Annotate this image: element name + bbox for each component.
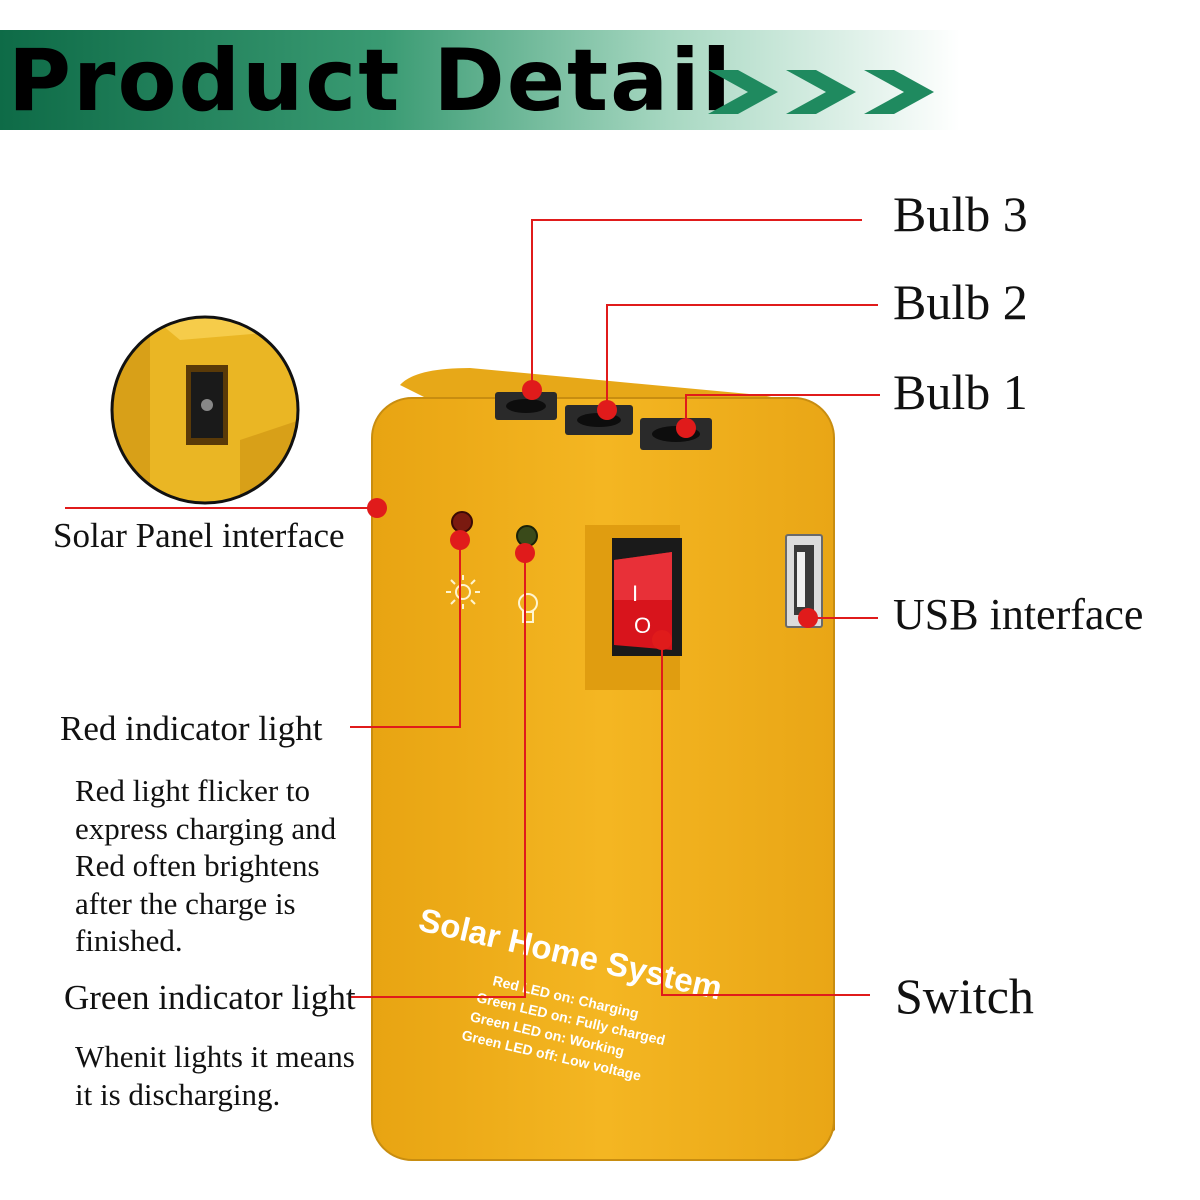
- leader-switch: [661, 640, 870, 996]
- callout-usb: USB interface: [893, 590, 1144, 639]
- sun-icon: [446, 575, 480, 609]
- callout-red-light: Red indicator light: [60, 709, 323, 748]
- chevron-icon: [864, 70, 934, 114]
- callout-bulb1: Bulb 1: [893, 364, 1028, 420]
- description-line: after the charge is: [75, 885, 296, 921]
- description-line: Red light flicker to: [75, 773, 311, 808]
- description-line: Red often brightens: [75, 848, 320, 883]
- leader-green-light: [350, 553, 526, 998]
- device-body: [372, 398, 834, 1160]
- marker-dot: [450, 530, 470, 550]
- marker-dot: [515, 543, 535, 563]
- callout-solar-panel: Solar Panel interface: [53, 516, 345, 555]
- leader-bulb1: [685, 394, 880, 428]
- callout-bulb3: Bulb 3: [893, 186, 1028, 242]
- red-led: [451, 511, 473, 533]
- leader-bulb3: [531, 219, 862, 390]
- red-light-description: Red light flicker to express charging an…: [75, 772, 336, 960]
- switch-off-mark: O: [634, 613, 651, 638]
- marker-dot: [676, 418, 696, 438]
- callout-switch: Switch: [895, 968, 1034, 1024]
- chevron-icon: [708, 70, 778, 114]
- solar-port-closeup: [112, 317, 298, 503]
- callout-bulb2: Bulb 2: [893, 274, 1028, 330]
- marker-dot: [652, 630, 672, 650]
- marker-dot: [367, 498, 387, 518]
- description-line: Whenit lights it means: [75, 1039, 355, 1074]
- description-line: express charging and: [75, 810, 337, 846]
- green-light-description: Whenit lights it means it is discharging…: [75, 1038, 355, 1113]
- page-title: Product Detail: [8, 31, 734, 131]
- description-line: it is discharging.: [75, 1076, 281, 1112]
- leader-red-light: [350, 540, 461, 728]
- marker-dot: [522, 380, 542, 400]
- chevrons-icon: [708, 70, 934, 114]
- bulb-port-1: [640, 418, 712, 450]
- marker-dot: [597, 400, 617, 420]
- bulb-port-3: [495, 392, 557, 420]
- lightbulb-icon: [518, 593, 538, 623]
- marker-dot: [798, 608, 818, 628]
- description-line: finished.: [75, 923, 183, 958]
- callout-green-light: Green indicator light: [64, 978, 356, 1017]
- leader-bulb2: [606, 304, 878, 410]
- switch-on-mark: I: [632, 581, 638, 606]
- green-led: [516, 525, 538, 547]
- chevron-icon: [786, 70, 856, 114]
